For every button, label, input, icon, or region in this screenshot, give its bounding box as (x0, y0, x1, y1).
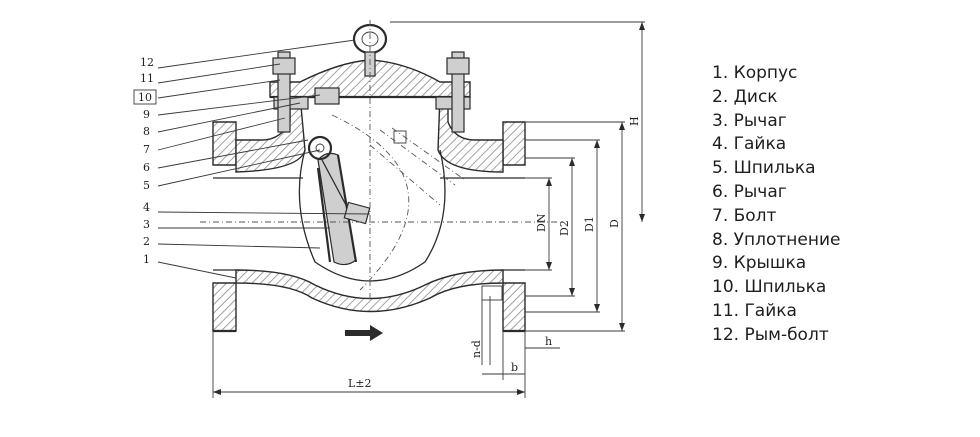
dim-flange-h: h (545, 335, 552, 348)
callout-2: 2 (143, 235, 150, 248)
callout-4: 4 (143, 201, 150, 214)
callout-12: 12 (140, 56, 154, 69)
callout-6: 6 (143, 161, 150, 174)
callout-11: 11 (140, 72, 154, 85)
dimension-lines (212, 21, 645, 398)
dim-bolt-holes: n-d (470, 340, 483, 358)
dim-dn: DN (535, 213, 548, 232)
callout-numbers: 12 11 10 9 8 7 6 5 4 3 2 1 (138, 56, 154, 266)
dim-d: D (608, 219, 621, 228)
legend-item-11: 11. Гайка (712, 300, 797, 321)
dim-length: L±2 (348, 377, 372, 390)
dim-d2: D2 (558, 220, 571, 236)
parts-legend: 1. Корпус 2. Диск 3. Рычаг 4. Гайка 5. Ш… (712, 62, 840, 348)
callout-3: 3 (143, 218, 150, 231)
dim-h-total: H (628, 116, 641, 126)
legend-item-3: 3. Рычаг (712, 110, 787, 131)
legend-item-4: 4. Гайка (712, 134, 787, 155)
legend-item-10: 10. Шпилька (712, 277, 827, 298)
callout-5: 5 (143, 179, 150, 192)
dim-d1: D1 (583, 216, 596, 232)
legend-item-6: 6. Рычаг (712, 181, 787, 202)
legend-item-5: 5. Шпилька (712, 158, 816, 179)
centerlines (200, 20, 560, 300)
legend-item-1: 1. Корпус (712, 63, 798, 83)
legend-item-2: 2. Диск (712, 86, 778, 107)
dim-flange-b: b (511, 361, 518, 374)
legend-item-9: 9. Крышка (712, 253, 807, 274)
disc-assembly (307, 135, 371, 266)
callout-10: 10 (138, 91, 152, 104)
callout-8: 8 (143, 125, 150, 138)
legend-item-12: 12. Рым-болт (712, 324, 829, 345)
dimension-labels: DN D2 D1 D H L±2 n-d b h (348, 116, 641, 390)
valve-bonnet (269, 51, 471, 133)
flow-arrow (345, 325, 383, 341)
legend-item-8: 8. Уплотнение (712, 229, 841, 250)
legend-item-7: 7. Болт (712, 205, 777, 226)
callout-leaders (133, 39, 371, 279)
callout-7: 7 (143, 143, 150, 156)
callout-9: 9 (143, 108, 150, 121)
callout-1: 1 (143, 253, 150, 266)
